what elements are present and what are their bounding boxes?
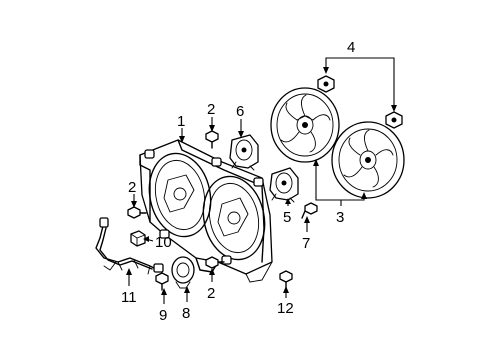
fan-motor-upper <box>229 134 259 171</box>
fan-blade-front <box>331 121 405 199</box>
callout-7: 7 <box>302 235 310 252</box>
bolt-bottom <box>205 256 225 269</box>
callout-12: 12 <box>277 300 294 317</box>
blade-nut-right <box>385 111 403 129</box>
callout-10: 10 <box>155 234 172 251</box>
clip-10 <box>130 230 146 247</box>
wire-harness <box>95 217 164 275</box>
bolt-12 <box>279 270 293 289</box>
callout-4: 4 <box>347 39 355 56</box>
bolt-left <box>127 206 147 219</box>
bolt-7 <box>301 202 318 219</box>
callout-labels: 1 2 6 4 2 10 11 9 8 2 5 3 7 12 <box>121 39 355 324</box>
fan-blade-rear <box>270 87 340 163</box>
callout-11: 11 <box>121 289 137 306</box>
fan-shroud <box>139 139 273 283</box>
leader-lines <box>126 57 397 304</box>
callout-2-left: 2 <box>128 179 136 196</box>
blade-nut-left <box>317 75 335 93</box>
callout-5: 5 <box>283 209 291 226</box>
resistor-8 <box>171 256 195 289</box>
bolt-9 <box>155 272 169 291</box>
callout-3: 3 <box>336 209 344 226</box>
callout-2-bottom: 2 <box>207 285 215 302</box>
fan-motor-lower <box>269 167 299 203</box>
bolt-top <box>205 130 219 149</box>
callout-8: 8 <box>182 305 190 322</box>
callout-2-top: 2 <box>207 101 215 118</box>
callout-1: 1 <box>177 113 185 130</box>
callout-6: 6 <box>236 103 244 120</box>
callout-9: 9 <box>159 307 167 324</box>
